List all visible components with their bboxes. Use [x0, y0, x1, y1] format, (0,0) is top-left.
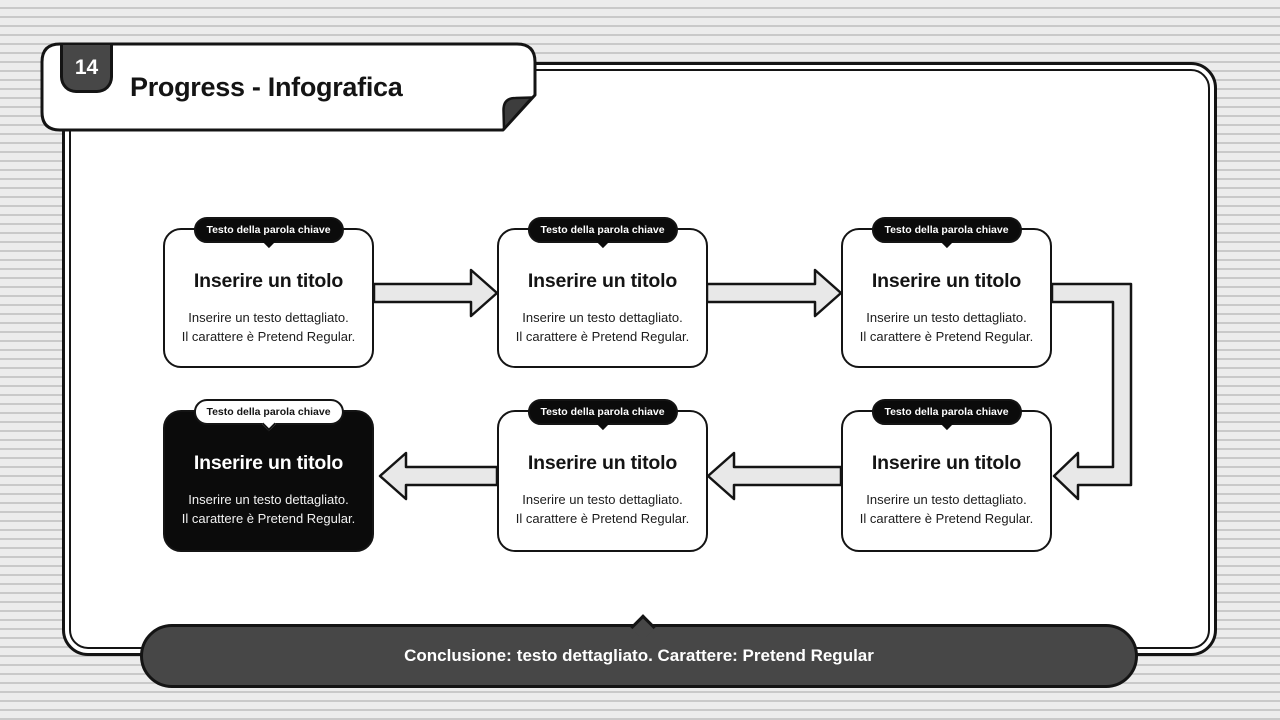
conclusion-bar: Conclusione: testo dettagliato. Caratter… [140, 614, 1138, 688]
slide-header: 14 Progress - Infografica [40, 42, 550, 138]
step-description-line2: Il carattere è Pretend Regular. [859, 329, 1034, 344]
step-title: Inserire un titolo [527, 452, 678, 474]
step-description-line2: Il carattere è Pretend Regular. [181, 511, 356, 526]
badge-pointer-icon [939, 415, 954, 431]
conclusion-text: testo dettagliato. Carattere: Pretend Re… [516, 646, 874, 665]
badge-pointer-icon [595, 233, 610, 249]
step-box-2: Testo della parola chiave Inserire un ti… [497, 217, 708, 368]
step-description-line2: Il carattere è Pretend Regular. [515, 329, 690, 344]
slide-number: 14 [74, 55, 99, 79]
keyword-badge-label: Testo della parola chiave [540, 406, 665, 418]
step-description-line2: Il carattere è Pretend Regular. [181, 329, 356, 344]
step-box-5: Testo della parola chiave Inserire un ti… [497, 399, 708, 552]
step-description-line2: Il carattere è Pretend Regular. [515, 511, 690, 526]
step-description: Inserire un testo dettagliato. Il caratt… [860, 308, 1033, 346]
step-box-4: Testo della parola chiave Inserire un ti… [841, 399, 1052, 552]
keyword-badge-label: Testo della parola chiave [884, 406, 1009, 418]
step-description-line1: Inserire un testo dettagliato. [522, 492, 683, 507]
step-description: Inserire un testo dettagliato. Il caratt… [516, 308, 689, 346]
keyword-badge-2: Testo della parola chiave [527, 217, 678, 249]
header-tab-outline [40, 42, 537, 132]
step-description-line2: Il carattere è Pretend Regular. [859, 511, 1034, 526]
keyword-badge-label: Testo della parola chiave [206, 406, 331, 418]
step-description-line1: Inserire un testo dettagliato. [866, 310, 1027, 325]
step-description: Inserire un testo dettagliato. Il caratt… [182, 308, 355, 346]
header-tab-shape [40, 42, 537, 132]
keyword-badge-4: Testo della parola chiave [871, 399, 1022, 431]
step-description: Inserire un testo dettagliato. Il caratt… [860, 490, 1033, 528]
page-title: Progress - Infografica [130, 72, 403, 102]
keyword-badge-1: Testo della parola chiave [193, 217, 344, 249]
badge-pointer-icon [261, 416, 276, 432]
keyword-badge-label: Testo della parola chiave [884, 224, 1009, 236]
keyword-badge-6: Testo della parola chiave [193, 399, 344, 432]
step-description-line1: Inserire un testo dettagliato. [188, 492, 349, 507]
step-title: Inserire un titolo [871, 270, 1022, 292]
step-box-1: Testo della parola chiave Inserire un ti… [163, 217, 374, 368]
conclusion-label: Conclusione: [404, 646, 512, 665]
badge-pointer-icon [939, 233, 954, 249]
keyword-badge-label: Testo della parola chiave [540, 224, 665, 236]
step-box-3: Testo della parola chiave Inserire un ti… [841, 217, 1052, 368]
step-description-line1: Inserire un testo dettagliato. [866, 492, 1027, 507]
keyword-badge-label: Testo della parola chiave [206, 224, 331, 236]
step-title: Inserire un titolo [871, 452, 1022, 474]
step-title: Inserire un titolo [193, 452, 344, 474]
slide-number-badge: 14 [60, 45, 113, 93]
step-box-6-final: Testo della parola chiave Inserire un ti… [163, 399, 374, 552]
keyword-badge-3: Testo della parola chiave [871, 217, 1022, 249]
step-title: Inserire un titolo [527, 270, 678, 292]
step-description-line1: Inserire un testo dettagliato. [188, 310, 349, 325]
badge-pointer-icon [261, 233, 276, 249]
step-description: Inserire un testo dettagliato. Il caratt… [182, 490, 355, 528]
step-description-line1: Inserire un testo dettagliato. [522, 310, 683, 325]
folded-corner-icon [502, 96, 534, 131]
badge-pointer-icon [595, 415, 610, 431]
step-title: Inserire un titolo [193, 270, 344, 292]
keyword-badge-5: Testo della parola chiave [527, 399, 678, 431]
step-description: Inserire un testo dettagliato. Il caratt… [516, 490, 689, 528]
